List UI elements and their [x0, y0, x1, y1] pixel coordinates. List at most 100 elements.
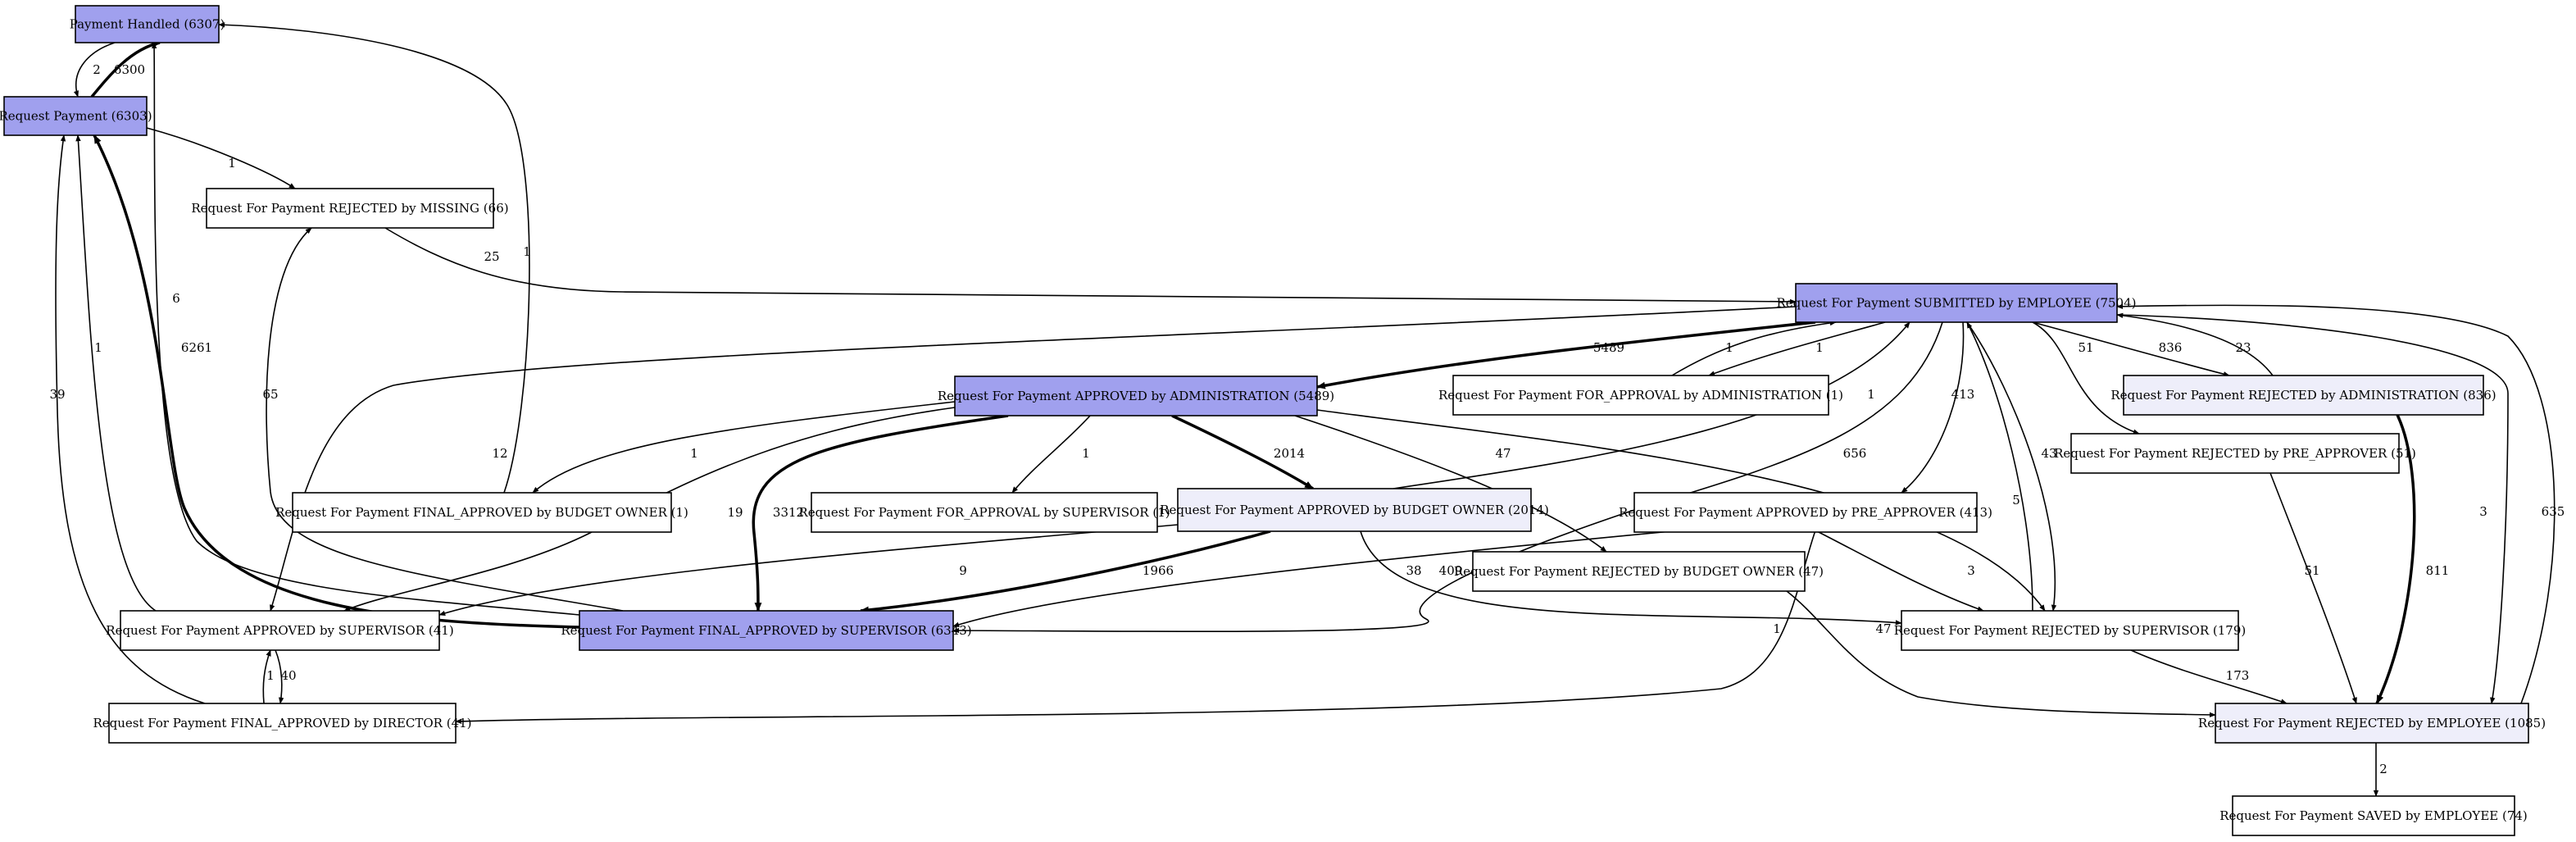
edge-final_approved_director-to-approved_supervisor: 1: [262, 649, 275, 704]
edge-approved_supervisor-to-request_payment: 1: [75, 134, 157, 612]
node-final-approved-director[interactable]: Request For Payment FINAL_APPROVED by DI…: [93, 703, 472, 744]
edge-count-label: 656: [1843, 446, 1867, 461]
node-box[interactable]: [292, 492, 672, 533]
edge-approved_budget-to-submitted_employee: 1: [1392, 321, 1910, 489]
node-rejected-supervisor[interactable]: Request For Payment REJECTED by SUPERVIS…: [1894, 610, 2246, 651]
edge-request_payment-to-payment_handled: 6300: [90, 40, 161, 98]
edge-line: [2116, 303, 2556, 704]
node-rejected-employee[interactable]: Request For Payment REJECTED by EMPLOYEE…: [2198, 703, 2546, 744]
node-final-approved-supervisor[interactable]: Request For Payment FINAL_APPROVED by SU…: [561, 610, 972, 651]
edge-line: [2375, 414, 2416, 704]
node-approved-budget[interactable]: Request For Payment APPROVED by BUDGET O…: [1160, 488, 1549, 532]
edge-line: [1315, 321, 1816, 389]
edge-rejected_supervisor-to-rejected_employee: 173: [2130, 649, 2288, 704]
node-box[interactable]: [2123, 375, 2484, 416]
edge-submitted_employee-to-approved_admin: 5489: [1315, 321, 1816, 389]
edge-count-label: 1: [1773, 621, 1781, 636]
edge-line: [151, 42, 580, 616]
node-for-approval-admin[interactable]: Request For Payment FOR_APPROVAL by ADMI…: [1438, 375, 1843, 416]
node-box[interactable]: [2070, 433, 2400, 474]
node-box[interactable]: [1472, 551, 1806, 592]
node-payment-handled[interactable]: Payment Handled (6307): [70, 5, 225, 43]
edge-count-label: 5: [2012, 493, 2020, 507]
edge-count-label: 51: [2304, 563, 2319, 578]
edge-for_approval_admin-to-submitted_employee: 1: [1671, 320, 1837, 376]
edge-line: [90, 40, 161, 98]
edge-line: [1671, 320, 1837, 376]
node-submitted-employee[interactable]: Request For Payment SUBMITTED by EMPLOYE…: [1777, 283, 2137, 323]
node-label: Request For Payment SAVED by EMPLOYEE (7…: [2219, 808, 2528, 823]
edge-submitted_employee-to-final_approved_supervisor: 656: [952, 321, 1943, 634]
edge-count-label: 1: [94, 340, 102, 355]
node-final-approved-budget[interactable]: Request For Payment FINAL_APPROVED by BU…: [275, 492, 688, 533]
node-box[interactable]: [3, 96, 148, 136]
edge-approved_admin-to-final_approved_supervisor: 3312: [752, 414, 1009, 612]
edge-count-label: 2: [93, 62, 101, 77]
node-box[interactable]: [120, 610, 440, 651]
edge-line: [1708, 321, 1886, 376]
node-box[interactable]: [2232, 795, 2515, 836]
edge-line: [1966, 321, 2033, 612]
node-approved-admin[interactable]: Request For Payment APPROVED by ADMINIST…: [938, 375, 1334, 416]
node-label: Request For Payment FINAL_APPROVED by DI…: [93, 716, 471, 730]
node-saved-employee[interactable]: Request For Payment SAVED by EMPLOYEE (7…: [2219, 795, 2528, 836]
node-box[interactable]: [1452, 375, 1829, 416]
edge-approved_budget-to-approved_supervisor: 9: [438, 524, 1179, 616]
node-label: Request For Payment SUBMITTED by EMPLOYE…: [1777, 296, 2137, 311]
edge-submitted_employee-to-rejected_pre_approver: 51: [2032, 321, 2140, 435]
node-label: Request For Payment REJECTED by PRE_APPR…: [2054, 446, 2416, 461]
node-label: Request For Payment REJECTED by MISSING …: [191, 201, 508, 216]
edge-line: [146, 127, 296, 189]
edge-count-label: 40: [280, 668, 296, 683]
node-box[interactable]: [1901, 610, 2239, 651]
node-for-approval-supervisor[interactable]: Request For Payment FOR_APPROVAL by SUPE…: [798, 492, 1170, 533]
node-box[interactable]: [1177, 488, 1532, 532]
edge-count-label: 3312: [773, 505, 804, 520]
node-label: Payment Handled (6307): [70, 17, 225, 32]
node-box[interactable]: [1795, 283, 2118, 323]
node-box[interactable]: [206, 188, 494, 229]
node-box[interactable]: [2215, 703, 2529, 744]
edge-approved_budget-to-rejected_supervisor: 38: [1360, 530, 1902, 626]
edge-approved_admin-to-rejected_budget: 47: [1294, 415, 1607, 553]
node-rejected-admin[interactable]: Request For Payment REJECTED by ADMINIST…: [2110, 375, 2496, 416]
node-approved-pre-approver[interactable]: Request For Payment APPROVED by PRE_APPR…: [1619, 492, 1992, 533]
node-box[interactable]: [811, 492, 1158, 533]
edge-rejected_budget-to-rejected_employee: 47: [1786, 590, 2216, 718]
node-approved-supervisor[interactable]: Request For Payment APPROVED by SUPERVIS…: [106, 610, 454, 651]
edge-line: [2130, 649, 2288, 704]
edge-count-label: 811: [2426, 563, 2450, 578]
node-label: Request For Payment REJECTED by EMPLOYEE…: [2198, 716, 2546, 730]
node-box[interactable]: [108, 703, 457, 744]
edge-line: [952, 530, 1681, 627]
edge-rejected_supervisor-to-submitted_employee: 5: [1966, 321, 2033, 612]
node-rejected-budget[interactable]: Request For Payment REJECTED by BUDGET O…: [1454, 551, 1824, 592]
node-label: Request For Payment REJECTED by ADMINIST…: [2110, 388, 2496, 403]
edge-line: [859, 530, 1271, 614]
edge-count-label: 25: [484, 249, 499, 264]
edge-count-label: 173: [2226, 668, 2250, 683]
edge-count-label: 635: [2542, 504, 2565, 519]
node-rejected-missing[interactable]: Request For Payment REJECTED by MISSING …: [191, 188, 509, 229]
edge-line: [1786, 590, 2216, 718]
edge-approved_admin-to-for_approval_supervisor: 1: [1011, 415, 1091, 494]
node-request-payment[interactable]: Request Payment (6303): [0, 96, 152, 136]
edge-count-label: 413: [1951, 387, 1975, 402]
node-rejected-pre-approver[interactable]: Request For Payment REJECTED by PRE_APPR…: [2054, 433, 2416, 474]
edge-line: [218, 22, 530, 494]
node-label: Request For Payment APPROVED by SUPERVIS…: [106, 623, 453, 638]
edge-count-label: 1966: [1143, 563, 1174, 578]
edge-rejected_pre_approver-to-rejected_employee: 51: [2269, 472, 2357, 704]
node-label: Request For Payment FINAL_APPROVED by BU…: [275, 505, 688, 520]
node-box[interactable]: [1633, 492, 1978, 533]
node-box[interactable]: [75, 5, 220, 43]
node-box[interactable]: [954, 375, 1318, 416]
edge-approved_admin-to-approved_budget: 2014: [1171, 414, 1314, 490]
node-box[interactable]: [579, 610, 954, 651]
edge-count-label: 39: [49, 387, 65, 402]
edge-count-label: 47: [1875, 621, 1891, 636]
edge-count-label: 6300: [114, 62, 145, 77]
edge-rejected_missing-to-submitted_employee: 25: [384, 227, 1797, 305]
edge-count-label: 43: [2041, 446, 2056, 461]
